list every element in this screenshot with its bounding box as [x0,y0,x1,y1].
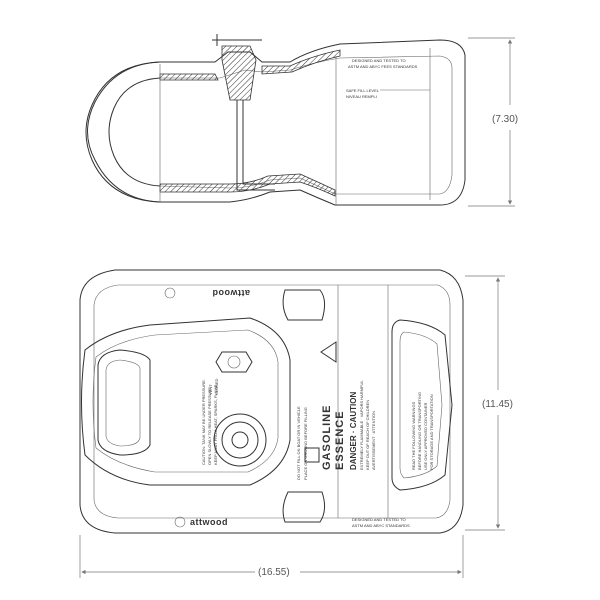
fill-warning-4: KEEP OUT OF REACH OF CHILDREN [365,400,370,470]
fill-warning-3: EXTREMELY FLAMMABLE · VAPORS HARMFUL [359,380,364,470]
fill-warning-5: AVERTISSEMENT · ATTENTION [371,411,376,470]
cert-bottom-1: DESIGNED AND TESTED TO [352,517,406,522]
top-handle-left-inner [92,329,279,473]
warning-triangle-icon [320,341,337,363]
brand-bottom-text: attwood [190,517,228,527]
top-view-outline [79,269,464,534]
side-fill-line-2: NIVEAU REMPLI [346,94,377,99]
side-handle-inner [108,77,161,187]
side-cert-note-2: ASTM AND ABYC FEES STANDARDS [348,64,418,69]
vent-note-2: CLOSED [214,378,219,395]
vent-note-1: VENT [208,384,213,395]
side-wall-section-bottom [159,173,336,197]
tank-caution-1: CAUTION: TANK MAY BE UNDER PRESSURE. [201,379,206,465]
dimension-length: (16.55) [79,535,464,578]
dimension-height-top: (11.45) [465,275,513,531]
usage-note-3: USE ONLY APPROVED CONTAINER [423,403,428,470]
side-view-outline [87,39,466,206]
side-fill-cap [221,45,257,101]
tank-caution-2: OPEN SLOWLY TO RELEASE PRESSURE. [207,386,212,465]
top-view-inner-rim [93,284,451,519]
fill-warning-1: DO NOT FILL ON BOAT OR IN VEHICLE [296,406,301,480]
usage-note-2: BEFORE HANDLING OR TRANSPORTING [417,392,422,470]
fill-warning-2: PLACE ON GROUND BEFORE FILLING [303,407,308,480]
side-fill-line-1: SAFE FILL LEVEL [346,88,380,93]
top-fill-cap-ring [221,421,259,459]
top-handle-right-outer [391,319,453,491]
top-foot-upper [282,289,326,321]
top-handle-grip [97,349,151,456]
product-label-1: GASOLINE [321,405,333,470]
danger-label: DANGER · CAUTION [349,392,358,470]
brand-top-text: attwood [212,288,250,298]
dimension-length-label: (16.55) [258,567,290,578]
top-handle-left-outer [81,317,291,486]
side-view: DESIGNED AND TESTED TO ASTM AND ABYC FEE… [85,34,466,206]
side-wall-section-top [159,73,219,81]
side-wall-section-neck [261,49,341,75]
dimension-height-side: (7.30) [468,37,518,207]
top-fill-cap-outer [213,413,267,467]
dimension-height-top-label: (11.45) [482,399,513,410]
usage-note-1: READ THE FOLLOWING WARNINGS [411,401,416,470]
top-handle-right-inner [399,331,443,479]
side-cert-note-1: DESIGNED AND TESTED TO [352,58,406,63]
brand-mark-bottom: attwood [174,516,228,528]
usage-note-4: FOR STORAGE AND TRANSPORTATION [429,394,434,470]
fuel-symbol-icon [304,447,320,463]
brand-mark-top: attwood [164,287,250,299]
tank-caution-3: KEEP AWAY FROM HEAT, SPARKS, FLAME. [213,384,218,465]
top-foot-lower [282,491,326,523]
top-vent-cap [215,351,253,373]
dimension-height-side-label: (7.30) [492,114,518,125]
cert-bottom-2: ASTM AND ABYC STANDARDS [352,523,410,528]
top-fill-cap-center [231,431,249,449]
product-label-2: ESSENCE [334,410,346,470]
top-view: attwood attwood CAUTION: TANK MAY BE UND… [79,269,464,534]
top-handle-grip-inner [105,359,141,447]
side-handle [85,61,161,203]
top-vent-center [227,355,241,369]
side-pickup-tube [236,100,275,191]
